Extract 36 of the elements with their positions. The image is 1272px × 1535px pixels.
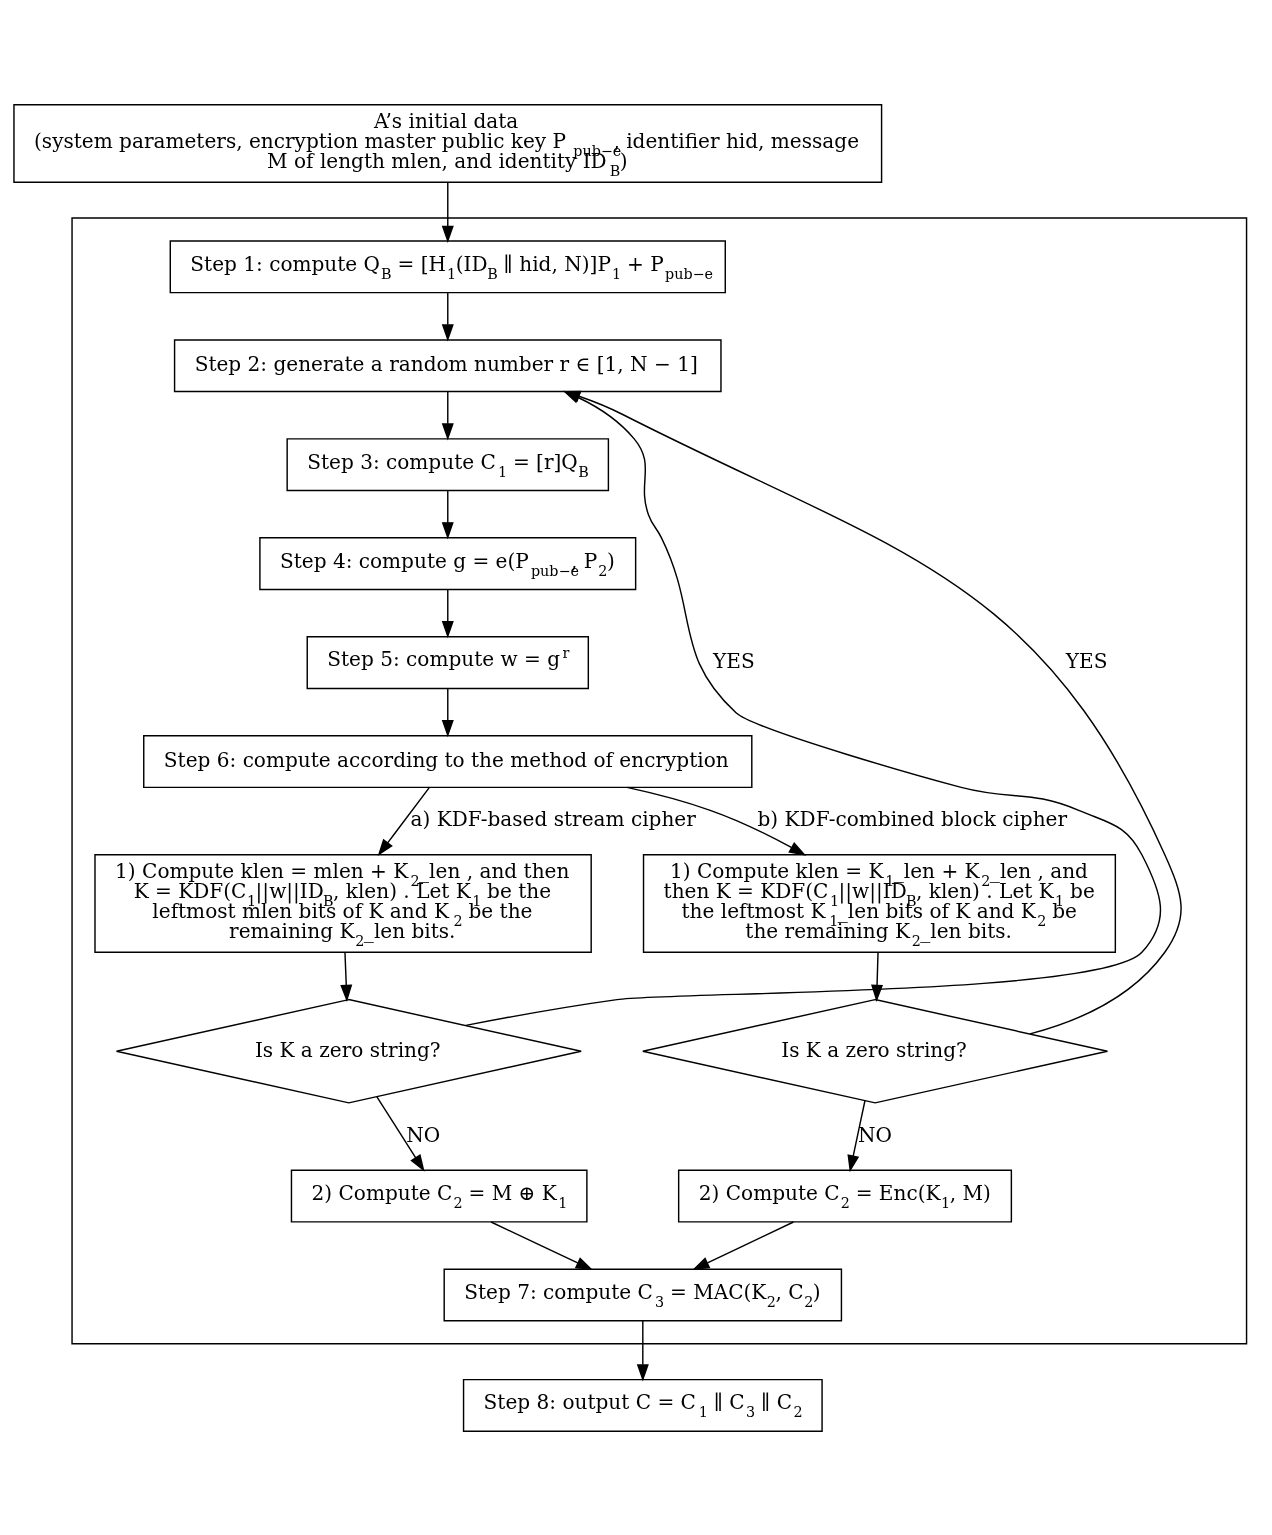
node-box: Step 6: compute according to the method of encryption (143, 734, 753, 788)
node-box: Step 1: compute Q$_{B}$ = [H$_{1}$(ID$_{B}$ ∥ hid, N)]P$_{1}$ + P$_{pub−e}$ (169, 239, 726, 293)
edge-label: YES (713, 648, 755, 673)
arrow (441, 588, 454, 638)
arrow (636, 1319, 649, 1381)
arrow (626, 786, 807, 856)
arrow (847, 1099, 866, 1172)
node-box: Step 4: compute g = e(P$_{pub−e}$, P$_{2}$) (259, 536, 637, 590)
arrow (441, 489, 454, 539)
arrow (340, 951, 353, 1002)
node-box: 2) Compute C$_{2}$ = M ⊕ K$_{1}$ (290, 1169, 588, 1223)
node-diamond: Is K a zero string? (642, 998, 1109, 1104)
arrow (490, 1220, 593, 1270)
edge-label: YES (1065, 648, 1108, 673)
arrow (441, 390, 454, 440)
node-box: Step 3: compute C$_{1}$ = [r]Q$_{B}$ (286, 437, 610, 491)
node-box: 1) Compute klen = mlen + K$_{2}$_len , and then K = KDF(C$_{1}$||w||ID$_{B}$, klen) . Let K$_{1}$ be the leftmost mlen bits of K and K$_{2}$ be the remaining K$_{2}$_len bits. (94, 853, 592, 953)
arrow (441, 687, 454, 737)
arrow (441, 291, 454, 341)
node-box: Step 7: compute C$_{3}$ = MAC(K$_{2}$, C$_{2}$) (443, 1268, 843, 1322)
arrow (692, 1220, 795, 1270)
edge-label: NO (406, 1122, 441, 1147)
arrow (377, 786, 430, 856)
node-diamond: Is K a zero string? (115, 998, 582, 1104)
node-box: Step 8: output C = C$_{1}$ ∥ C$_{3}$ ∥ C$_{2}$ (462, 1378, 823, 1432)
node-box: Step 5: compute w = g$^{r}$ (306, 635, 590, 689)
arrow (871, 951, 884, 1002)
node-box: Step 2: generate a random number r ∈ [1, N − 1] (173, 338, 722, 392)
edge-label: b) KDF-combined block cipher (757, 806, 1068, 831)
edge-label: NO (857, 1122, 892, 1147)
node-box: 2) Compute C$_{2}$ = Enc(K$_{1}$, M) (677, 1169, 1013, 1223)
arrow (376, 1095, 425, 1172)
edge-label: a) KDF-based stream cipher (410, 806, 696, 831)
node-box: 1) Compute klen = K$_{1}$_len + K$_{2}$_len , and then K = KDF(C$_{1}$||w||ID$_{B}$, klen) . Let K$_{1}$ be the leftmost K$_{1}$_len bits of K and K$_{2}$ be the remaining K$_{2}$_len bits. (642, 853, 1117, 953)
cluster (71, 216, 1248, 1344)
arrow (441, 181, 454, 243)
